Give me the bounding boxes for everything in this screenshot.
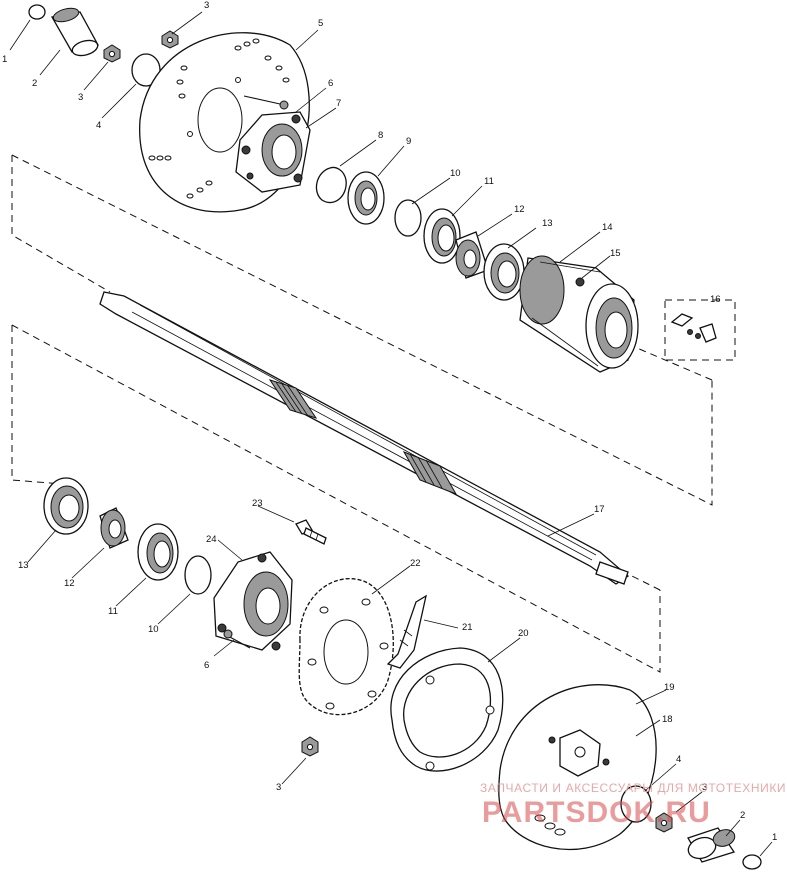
part-4-o-ring (131, 53, 161, 87)
callout-label: 10 (450, 168, 461, 179)
callout-label: 17 (594, 504, 605, 515)
callout-label: 4 (96, 120, 101, 131)
callout-numbers: 1 2 3 3 4 5 6 7 8 9 10 11 12 13 14 15 16… (2, 0, 777, 843)
axle-spline-upper (268, 379, 318, 419)
part-7-hub-upper (235, 111, 311, 193)
callout-label: 7 (336, 98, 341, 109)
part-20-guard-ring (390, 647, 504, 772)
callout-label: 13 (542, 218, 553, 229)
callout-label: 23 (252, 498, 263, 509)
part-14-axle-housing (519, 255, 639, 373)
callout-label: 9 (406, 136, 411, 147)
callout-label: 8 (378, 130, 383, 141)
part-10-o-ring-lower (184, 555, 212, 595)
callout-label: 19 (664, 682, 675, 693)
axle-spline-lower (402, 451, 458, 495)
part-12-taper-bearing (455, 231, 489, 279)
callout-label: 14 (602, 222, 613, 233)
part-2-bushing (50, 7, 99, 57)
callout-label: 6 (204, 660, 209, 671)
part-21-chain-adjuster (386, 594, 427, 669)
callout-label: 22 (410, 558, 421, 569)
part-1-snap-ring-lower (742, 854, 762, 870)
part-9-seal (347, 171, 385, 225)
part-23-bolt (295, 519, 327, 545)
part-10-o-ring (394, 199, 422, 237)
part-3-nut-lower-right (655, 812, 673, 833)
part-3-nut-upper-left (103, 44, 121, 63)
leader-lines (9, 11, 773, 857)
callout-label: 6 (328, 78, 333, 89)
callout-label: 20 (518, 628, 529, 639)
callout-label: 21 (462, 622, 473, 633)
callout-label: 18 (662, 714, 673, 725)
callout-label: 11 (108, 606, 118, 617)
part-24-sprocket-hub (213, 551, 293, 651)
callout-label: 5 (318, 18, 323, 29)
part-1-snap-ring (28, 4, 46, 20)
part-16-fastener-kit (670, 313, 717, 343)
callout-label: 12 (514, 204, 525, 215)
assembly-guide-lines (11, 154, 736, 673)
part-11-bearing-race-lower (137, 523, 179, 581)
callout-label: 24 (206, 534, 217, 545)
callout-label: 15 (610, 248, 621, 259)
part-3-nut-sprocket (301, 736, 319, 757)
callout-label: 12 (64, 578, 75, 589)
callout-label: 4 (676, 754, 681, 765)
watermark: ЗАПЧАСТИ И АКСЕССУАРЫ ДЛЯ МОТОТЕХНИКИ PA… (480, 781, 786, 829)
callout-label: 3 (702, 782, 707, 793)
brake-disc-holes (148, 38, 290, 199)
part-17-rear-axle (99, 291, 630, 585)
callout-label: 3 (204, 0, 209, 11)
part-3-nut-top (161, 30, 179, 49)
callout-label: 16 (710, 294, 721, 305)
callout-label: 1 (2, 54, 7, 65)
callout-label: 2 (740, 810, 745, 821)
part-6-stud-upper (243, 95, 289, 110)
watermark-site: PARTSDOK.RU (482, 796, 711, 829)
callout-label: 1 (772, 832, 777, 843)
part-13-seal-lower (43, 477, 89, 535)
part-19-rear-disc (498, 684, 657, 851)
part-6-stud-lower (223, 629, 251, 649)
part-2-bushing-lower (687, 827, 736, 863)
callout-label: 2 (32, 78, 37, 89)
watermark-tagline: ЗАПЧАСТИ И АКСЕССУАРЫ ДЛЯ МОТОТЕХНИКИ (480, 781, 786, 795)
part-12-taper-bearing-lower (99, 507, 129, 549)
callout-label: 11 (484, 176, 494, 187)
callout-label: 10 (148, 624, 159, 635)
part-13-seal-upper (483, 243, 525, 301)
part-11-bearing-race (423, 208, 461, 264)
callout-label: 13 (18, 560, 29, 571)
part-4-o-ring-lower (620, 785, 652, 823)
part-22-sprocket (298, 578, 394, 716)
callout-label: 3 (78, 92, 83, 103)
callout-label: 3 (276, 782, 281, 793)
part-8-snap-ring (315, 166, 347, 204)
part-15-grease-fitting (575, 277, 585, 287)
